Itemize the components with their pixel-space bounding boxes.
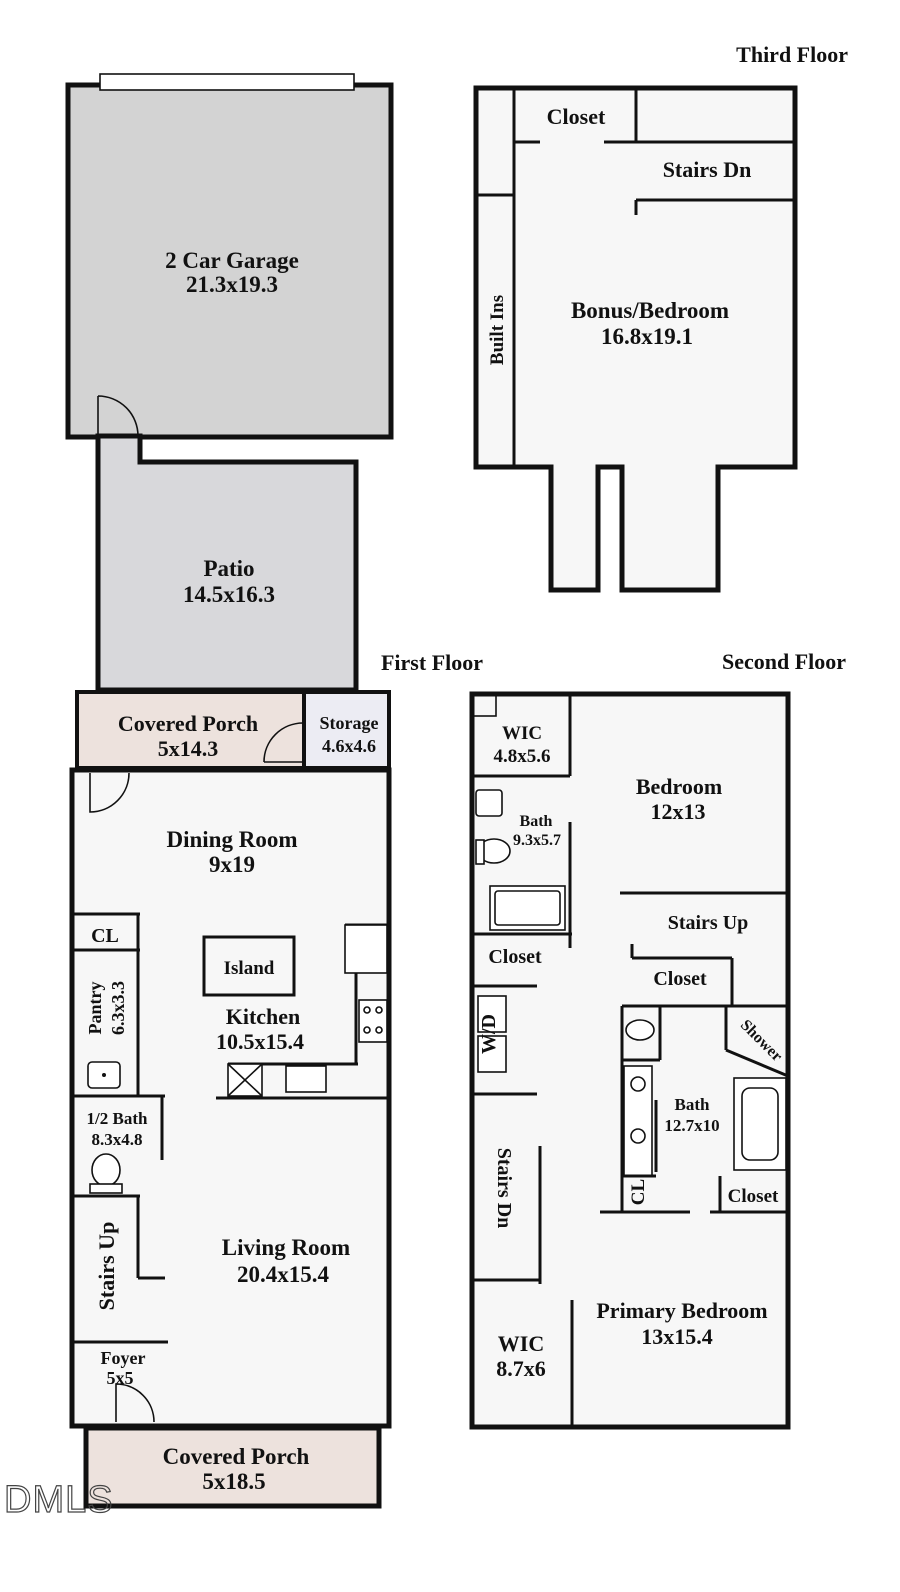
- second-floor-title: Second Floor: [722, 649, 846, 674]
- kitchen-island: [202, 935, 296, 997]
- covered-porch-back-size: 5x14.3: [158, 736, 219, 761]
- garage-entry-door-swing: [97, 395, 139, 437]
- wic-small-size: 4.8x5.6: [494, 746, 551, 767]
- garage-size: 21.3x19.3: [186, 272, 278, 297]
- storage-area: [302, 690, 391, 770]
- bedroom-name: Bedroom: [636, 774, 722, 799]
- pantry-size: 6.3x3.3: [108, 981, 128, 1035]
- bonus-size: 16.8x19.1: [601, 324, 693, 349]
- stairs-dn-second-label: Stairs Dn: [493, 1148, 515, 1229]
- covered-porch-front-name: Covered Porch: [163, 1444, 310, 1469]
- bath-primary-size: 12.7x10: [664, 1116, 719, 1135]
- wic-small-name: WIC: [502, 723, 542, 744]
- half-bath-toilet-icon: [91, 1153, 121, 1187]
- primary-size: 13x15.4: [641, 1324, 713, 1349]
- closet-third-label: Closet: [547, 104, 606, 129]
- garage-name: 2 Car Garage: [165, 248, 299, 273]
- wic-primary-name: WIC: [498, 1331, 544, 1356]
- stairs-up-second-label: Stairs Up: [668, 912, 749, 934]
- living-size: 20.4x15.4: [237, 1262, 330, 1287]
- first-floor-title: First Floor: [381, 650, 483, 675]
- wic-primary-size: 8.7x6: [496, 1356, 546, 1381]
- third-floor: [473, 85, 798, 593]
- half-bath-size: 8.3x4.8: [92, 1130, 143, 1149]
- covered-porch-front-size: 5x18.5: [202, 1469, 265, 1494]
- living-name: Living Room: [222, 1235, 350, 1260]
- bath-small-size: 9.3x5.7: [513, 832, 561, 849]
- range-icon: [358, 999, 388, 1043]
- primary-bath-toilet-icon: [625, 1019, 655, 1041]
- foyer-door-swing: [115, 1383, 155, 1423]
- covered-porch-back-area: [75, 690, 306, 770]
- cl-first-label: CL: [91, 925, 119, 947]
- watermark: DMLS: [4, 1479, 114, 1521]
- covered-porch-back-name: Covered Porch: [118, 711, 258, 736]
- bath-sink-icon: [475, 789, 503, 817]
- bath-primary-name: Bath: [675, 1095, 711, 1114]
- dining-size: 9x19: [209, 852, 255, 877]
- stairs-up-first-label: Stairs Up: [94, 1222, 119, 1311]
- kitchen-name: Kitchen: [226, 1004, 301, 1029]
- first-floor: [65, 73, 394, 1509]
- primary-name: Primary Bedroom: [596, 1298, 767, 1323]
- kitchen-sink-icon: [285, 1065, 327, 1093]
- kitchen-size: 10.5x15.4: [216, 1029, 304, 1054]
- washer-dryer-label: W/D: [478, 1014, 500, 1054]
- patio-name: Patio: [203, 556, 254, 581]
- foyer-size: 5x5: [107, 1368, 134, 1388]
- bonus-name: Bonus/Bedroom: [571, 298, 729, 323]
- storage-size: 4.6x4.6: [322, 736, 376, 756]
- stairs-dn-third-label: Stairs Dn: [663, 157, 752, 182]
- storage-door-swing: [263, 722, 304, 763]
- third-floor-title: Third Floor: [736, 42, 848, 67]
- bathtub-icon: [489, 885, 566, 931]
- fridge-icon: [344, 924, 388, 974]
- washer-icon: [477, 995, 507, 1033]
- cl-bath-label: CL: [628, 1179, 649, 1205]
- island-label: Island: [224, 958, 275, 979]
- garage-door: [99, 73, 355, 91]
- half-bath-name: 1/2 Bath: [87, 1109, 148, 1128]
- garage-area: [65, 82, 394, 440]
- primary-bath-vanity: [623, 1065, 653, 1177]
- covered-porch-front-area: [83, 1425, 382, 1509]
- patio-size: 14.5x16.3: [183, 582, 275, 607]
- closet-linen-label: Closet: [653, 968, 707, 990]
- built-ins-label: Built Ins: [487, 295, 508, 365]
- pantry-name: Pantry: [85, 982, 105, 1035]
- bath-small-name: Bath: [520, 813, 553, 830]
- storage-name: Storage: [320, 713, 379, 733]
- bedroom-size: 12x13: [651, 799, 706, 824]
- closet-hall-label: Closet: [488, 946, 542, 968]
- foyer-name: Foyer: [101, 1348, 146, 1368]
- third-floor-shell: [473, 85, 798, 593]
- second-floor: [469, 691, 791, 1430]
- dining-name: Dining Room: [167, 827, 298, 852]
- dryer-icon: [477, 1035, 507, 1073]
- dining-door-swing: [89, 772, 130, 813]
- closet-bath-label: Closet: [728, 1186, 779, 1207]
- labels: Third Floor First Floor Second Floor 2 C…: [3, 42, 848, 1522]
